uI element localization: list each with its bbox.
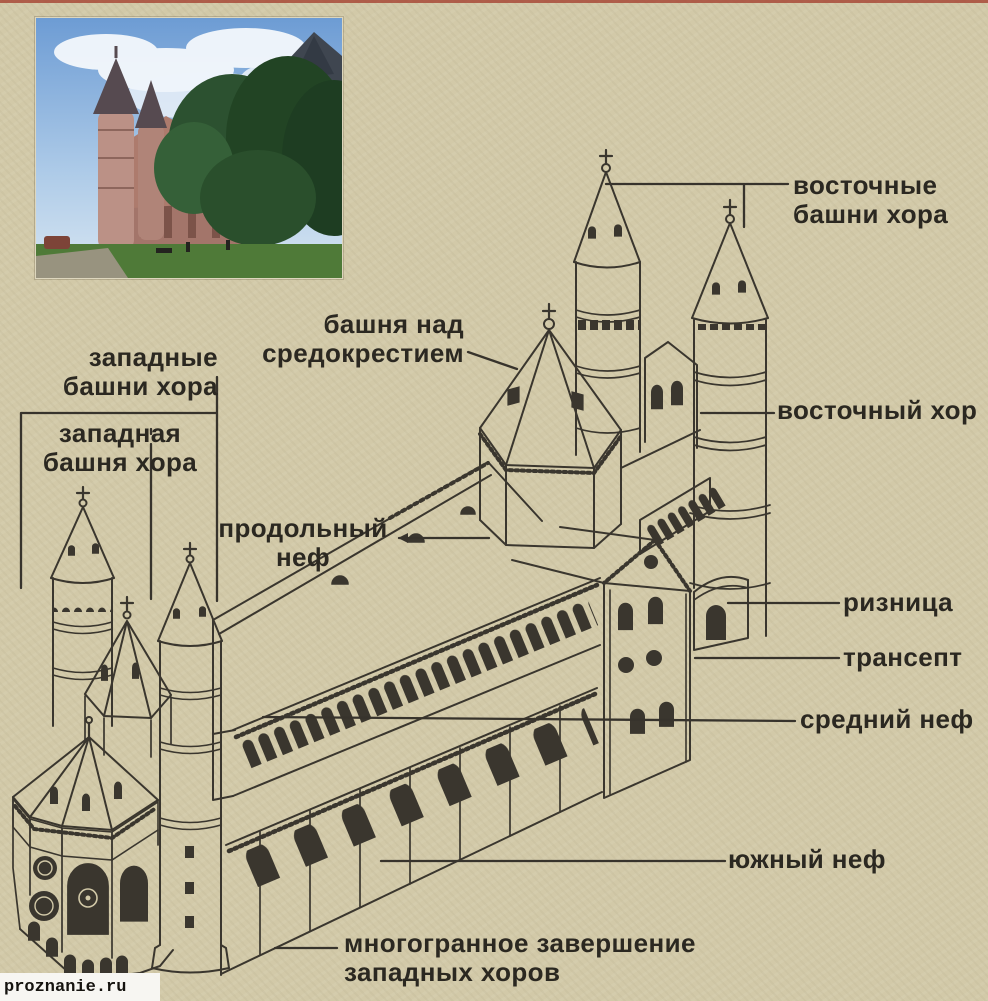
leader-eastern-choir-towers (604, 182, 790, 229)
label-eastern-choir: восточный хор (777, 396, 977, 425)
west-choir-tower-structure (84, 595, 172, 758)
watermark-strip: proznanie.ru (0, 973, 160, 1001)
photo-car (44, 236, 70, 249)
label-southern-nave: южный неф (728, 845, 886, 874)
label-line: башня над (323, 309, 464, 339)
eastern-choir-structure (620, 340, 727, 555)
label-line: южный неф (728, 844, 886, 874)
label-middle-nave: средний неф (800, 705, 974, 734)
label-western-choir-towers: западные башни хора (28, 343, 218, 401)
label-line: продольный (218, 513, 388, 543)
photo-trees (154, 56, 342, 246)
label-line: западная (58, 418, 182, 448)
crossing-tower-structure (478, 302, 623, 550)
label-line: многогранное завершение (344, 928, 696, 958)
leader-western-choir-towers (19, 375, 219, 603)
label-line: западных хоров (344, 957, 561, 987)
label-transept: трансепт (843, 643, 962, 672)
label-eastern-choir-towers: восточные башни хора (793, 171, 948, 229)
cathedral-drawing (12, 148, 771, 982)
southwest-tower (151, 541, 230, 974)
cathedral-photo (35, 17, 343, 279)
label-polygonal-west-choir: многогранное завершение западных хоров (344, 929, 696, 987)
label-line: восточный хор (777, 395, 978, 425)
label-crossing-tower: башня над средокрестием (252, 310, 464, 368)
label-line: башни хора (62, 371, 218, 401)
northwest-tower (50, 485, 115, 727)
southeast-tower (689, 198, 771, 637)
leader-middle-nave (261, 715, 797, 723)
label-line: западные (88, 342, 218, 372)
northeast-tower (573, 148, 641, 456)
label-line: ризница (843, 587, 954, 617)
label-line: башня хора (42, 447, 198, 477)
page-top-edge-line (0, 0, 988, 3)
label-line: трансепт (843, 642, 963, 672)
label-sacristy: ризница (843, 588, 953, 617)
label-line: восточные (793, 170, 938, 200)
west-apse-structure (12, 716, 174, 982)
label-western-choir-tower: западная башня хора (28, 419, 212, 477)
leader-lines (19, 182, 841, 950)
transept-structure (511, 526, 692, 799)
label-line: средокрестием (262, 338, 464, 368)
sacristy-structure (693, 576, 749, 651)
photo-figures (156, 240, 230, 253)
leader-arrowhead (398, 533, 408, 543)
photo-path (36, 248, 128, 278)
label-line: неф (275, 542, 331, 572)
label-line: средний неф (800, 704, 974, 734)
label-longitudinal-nave: продольный неф (210, 514, 396, 572)
label-line: башни хора (793, 199, 949, 229)
leader-crossing-tower (466, 350, 519, 371)
watermark-text: proznanie.ru (4, 977, 127, 997)
